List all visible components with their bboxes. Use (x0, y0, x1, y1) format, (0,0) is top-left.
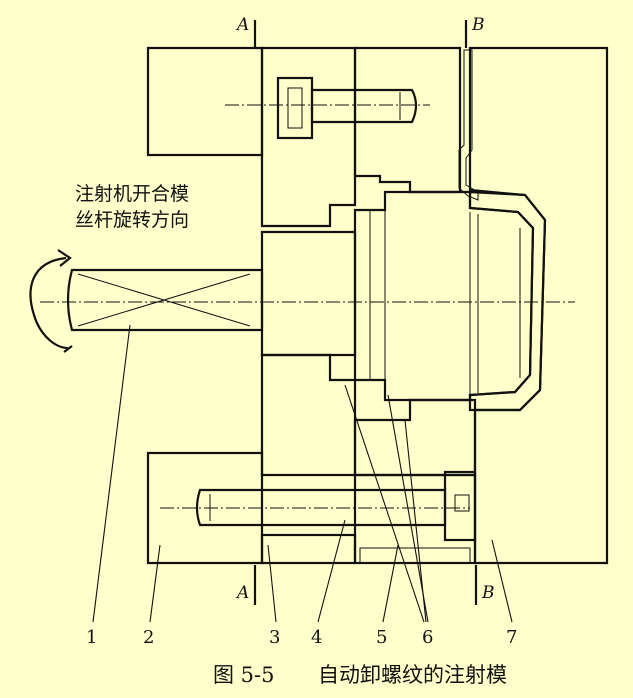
section-mark-a-bottom: A (235, 583, 249, 603)
left-clamp-plate (146, 46, 264, 565)
caption-title: 自动卸螺纹的注射模 (318, 663, 507, 687)
rotation-note-line2: 丝杆旋转方向 (75, 209, 189, 231)
cavity-plate (353, 46, 477, 565)
section-mark-b-top: B (471, 15, 485, 35)
part-label-6: 6 (422, 627, 433, 648)
caption-number: 图 5-5 (213, 663, 275, 687)
section-mark-a-top: A (235, 15, 249, 35)
middle-plate (260, 46, 357, 565)
threaded-core (353, 190, 535, 402)
molded-part (468, 190, 547, 412)
guide-pin (195, 470, 477, 542)
part-label-5: 5 (376, 627, 387, 648)
leader-lines (92, 324, 513, 623)
drive-shaft (66, 230, 357, 357)
socket-screw (276, 76, 418, 140)
part-label-3: 3 (269, 627, 280, 648)
rotation-arrow-icon (29, 249, 73, 353)
part-label-7: 7 (506, 627, 517, 648)
part-label-1: 1 (86, 627, 97, 648)
section-mark-b-bottom: B (481, 583, 495, 603)
part-label-4: 4 (311, 627, 322, 648)
sprue (458, 49, 479, 201)
fixed-clamp-plate (468, 46, 609, 565)
centre-lines (40, 20, 575, 605)
part-label-2: 2 (143, 627, 154, 648)
rotation-note-line1: 注射机开合模 (75, 183, 189, 205)
